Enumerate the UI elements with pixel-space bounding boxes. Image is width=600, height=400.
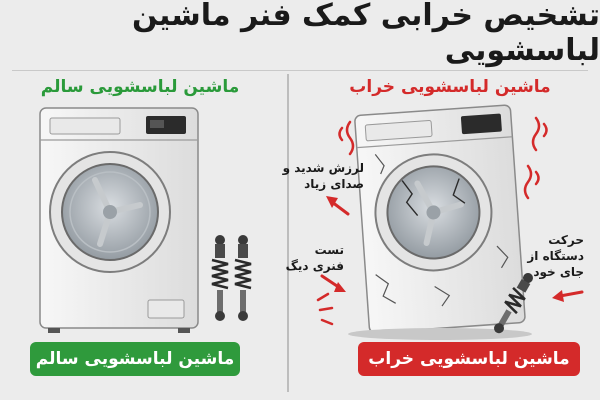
device-move-label: حرکت دستگاه از جای خود bbox=[527, 233, 584, 279]
title-divider bbox=[12, 70, 588, 71]
healthy-badge: ماشین لباسشویی سالم bbox=[30, 342, 240, 376]
panel-divider bbox=[287, 74, 289, 392]
vibration-mark-icon bbox=[316, 116, 548, 326]
healthy-heading: ماشین لباسشویی سالم bbox=[40, 77, 240, 97]
broken-heading: ماشین لباسشویی خراب bbox=[349, 77, 551, 97]
arrow-icon bbox=[320, 196, 584, 302]
healthy-washing-machine-icon bbox=[39, 107, 199, 333]
broken-shock-absorber-icon bbox=[494, 273, 533, 334]
broken-washing-machine-icon bbox=[354, 104, 526, 334]
floor-shadow bbox=[348, 328, 532, 340]
pot-test-label: تست فنری دیگ bbox=[285, 243, 344, 273]
page-title: تشخیص خرابی کمک فنر ماشین لباسشویی bbox=[132, 0, 600, 68]
healthy-shock-absorber-icon bbox=[211, 235, 252, 321]
broken-badge: ماشین لباسشویی خراب bbox=[358, 342, 580, 376]
vibration-label: لرزش شدید و صدای زیاد bbox=[282, 161, 364, 191]
